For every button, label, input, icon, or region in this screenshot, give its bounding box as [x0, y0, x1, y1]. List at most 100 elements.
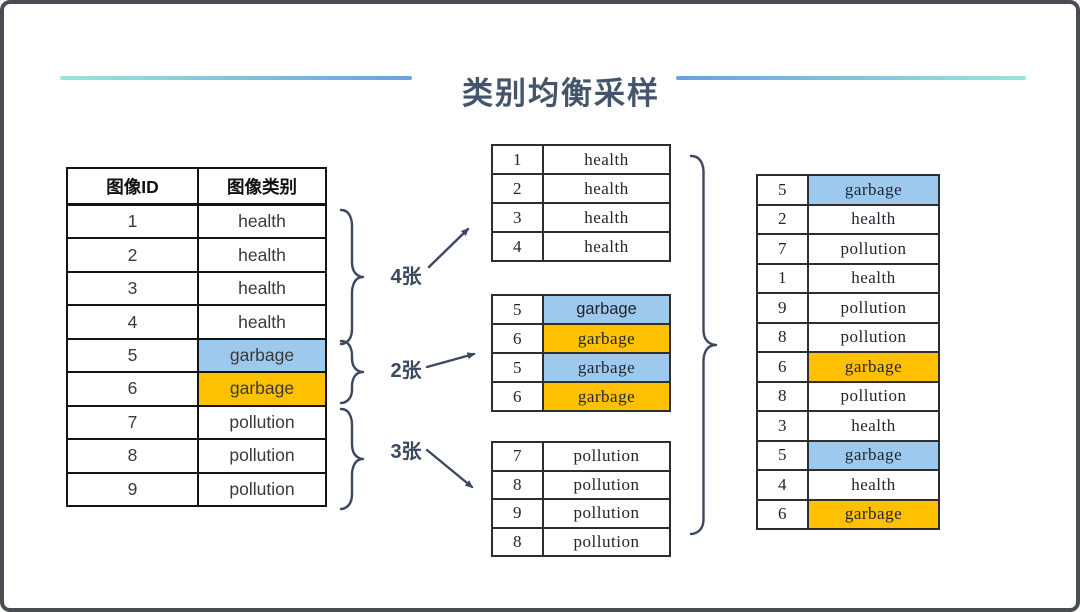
- sampled-pollution-table: 7 pollution 8 pollution 9 pollution 8 pollution: [491, 441, 671, 557]
- table-row: 1 health: [493, 146, 669, 173]
- image-category-cell: garbage: [544, 383, 669, 410]
- image-category-cell: garbage: [544, 296, 669, 323]
- image-category-cell: health: [238, 211, 286, 232]
- image-id-cell: 6: [758, 500, 809, 528]
- image-id-cell: 8: [493, 471, 544, 498]
- table-row: 8 pollution: [493, 526, 669, 555]
- image-category-cell: garbage: [809, 176, 938, 204]
- image-id-cell: 8: [493, 528, 544, 555]
- image-id-cell: 9: [758, 294, 809, 322]
- table-row: 2 health: [493, 173, 669, 202]
- image-id-cell: 2: [493, 175, 544, 202]
- arrow-to-health-sample: [427, 227, 470, 269]
- image-category-cell: health: [851, 474, 896, 494]
- table-row: 4 health: [758, 469, 938, 499]
- image-id-cell: 7: [68, 406, 199, 439]
- image-id-cell: 6: [493, 325, 544, 352]
- table-row: 3 health: [68, 270, 325, 305]
- image-category-cell: health: [851, 209, 896, 229]
- image-id-cell: 2: [758, 205, 809, 233]
- brace-merge: [689, 154, 718, 536]
- table-row: 2 health: [68, 237, 325, 271]
- image-category-cell: garbage: [199, 339, 325, 372]
- page-title: 类别均衡采样: [462, 75, 660, 111]
- image-category-cell: pollution: [573, 474, 640, 494]
- image-category-cell: health: [238, 244, 286, 265]
- table-row: 1 health: [68, 206, 325, 238]
- image-id-cell: 8: [68, 440, 199, 472]
- image-category-cell: garbage: [544, 325, 669, 352]
- image-id-cell: 9: [493, 500, 544, 527]
- image-category-cell: garbage: [199, 373, 325, 405]
- table-row: 9 pollution: [493, 498, 669, 527]
- brace-health-group: [339, 208, 365, 346]
- image-category-cell: health: [238, 311, 286, 332]
- image-id-cell: 5: [493, 354, 544, 381]
- image-category-cell: pollution: [229, 478, 295, 499]
- sample-count-label-garbage: 2张: [390, 360, 422, 382]
- table-row: 8 pollution: [758, 380, 938, 410]
- image-id-cell: 2: [68, 239, 199, 271]
- sample-count-label-health: 4张: [390, 266, 422, 288]
- image-id-cell: 4: [758, 471, 809, 499]
- image-category-cell: pollution: [840, 386, 907, 406]
- image-id-cell: 5: [758, 441, 809, 469]
- image-category-cell: pollution: [840, 297, 907, 317]
- image-id-cell: 7: [493, 443, 544, 470]
- image-id-cell: 6: [493, 383, 544, 410]
- image-id-cell: 6: [758, 353, 809, 381]
- image-category-cell: garbage: [809, 353, 938, 381]
- image-category-cell: health: [238, 278, 286, 299]
- table-row: 8 pollution: [493, 469, 669, 498]
- image-id-cell: 5: [758, 176, 809, 204]
- image-category-cell: health: [584, 149, 629, 169]
- image-id-cell: 5: [68, 339, 199, 372]
- image-id-cell: 3: [493, 204, 544, 231]
- table-row: 9 pollution: [758, 292, 938, 322]
- image-id-cell: 8: [758, 382, 809, 410]
- arrow-to-garbage-sample: [425, 352, 476, 369]
- brace-garbage-group: [339, 339, 365, 405]
- image-category-cell: pollution: [573, 531, 640, 551]
- source-table-header: 图像ID 图像类别: [68, 169, 325, 206]
- image-category-cell: health: [584, 178, 629, 198]
- image-category-cell: health: [584, 207, 629, 227]
- image-id-cell: 1: [758, 264, 809, 292]
- image-id-cell: 1: [68, 206, 199, 238]
- image-category-cell: pollution: [573, 503, 640, 523]
- image-category-cell: garbage: [809, 500, 938, 528]
- column-header-image-id: 图像ID: [68, 169, 199, 203]
- sample-count-label-pollution: 3张: [390, 441, 422, 463]
- table-row: 2 health: [758, 203, 938, 233]
- image-id-cell: 8: [758, 323, 809, 351]
- image-category-cell: pollution: [573, 446, 640, 466]
- image-id-cell: 3: [68, 272, 199, 305]
- column-header-image-category: 图像类别: [227, 176, 297, 197]
- table-row: 3 health: [493, 202, 669, 231]
- title-divider-right: [676, 76, 1026, 80]
- brace-pollution-group: [339, 407, 365, 511]
- image-id-cell: 1: [493, 146, 544, 173]
- image-category-cell: garbage: [544, 354, 669, 381]
- image-id-cell: 6: [68, 373, 199, 405]
